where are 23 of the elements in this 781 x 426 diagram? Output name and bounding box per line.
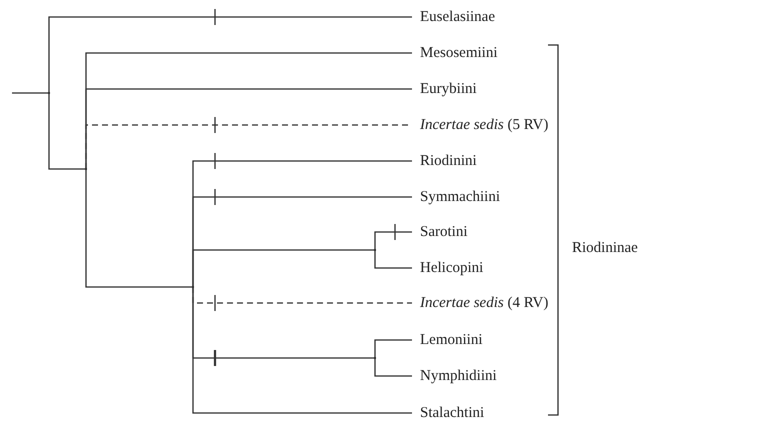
tree-branch — [374, 358, 412, 377]
taxon-label: Helicopini — [412, 258, 484, 278]
taxon-label: Incertae sedis (4 RV) — [412, 293, 548, 313]
taxon-label: Nymphidiini — [412, 366, 497, 386]
taxon-label: Sarotini — [412, 222, 468, 242]
clade-label: Riodininae — [572, 240, 638, 257]
taxon-label: Symmachiini — [412, 187, 500, 207]
tree-branch — [192, 249, 375, 287]
taxon-label: Mesosemiini — [412, 43, 498, 63]
tree-branch — [85, 169, 193, 288]
taxon-label: Euselasiinae — [412, 7, 495, 27]
taxon-label: Riodinini — [412, 151, 477, 171]
tree-branch — [192, 287, 412, 414]
tree-branch — [11, 92, 49, 94]
taxon-label: Lemoniini — [412, 330, 482, 350]
taxon-label: Stalachtini — [412, 403, 484, 423]
tree-branch — [374, 339, 412, 358]
tree-branch — [48, 16, 412, 93]
tree-branch — [48, 93, 86, 170]
tree-branch — [374, 250, 412, 269]
tree-branch — [374, 231, 412, 250]
taxon-label: Incertae sedis (5 RV) — [412, 115, 548, 135]
taxon-label: Eurybiini — [412, 79, 477, 99]
